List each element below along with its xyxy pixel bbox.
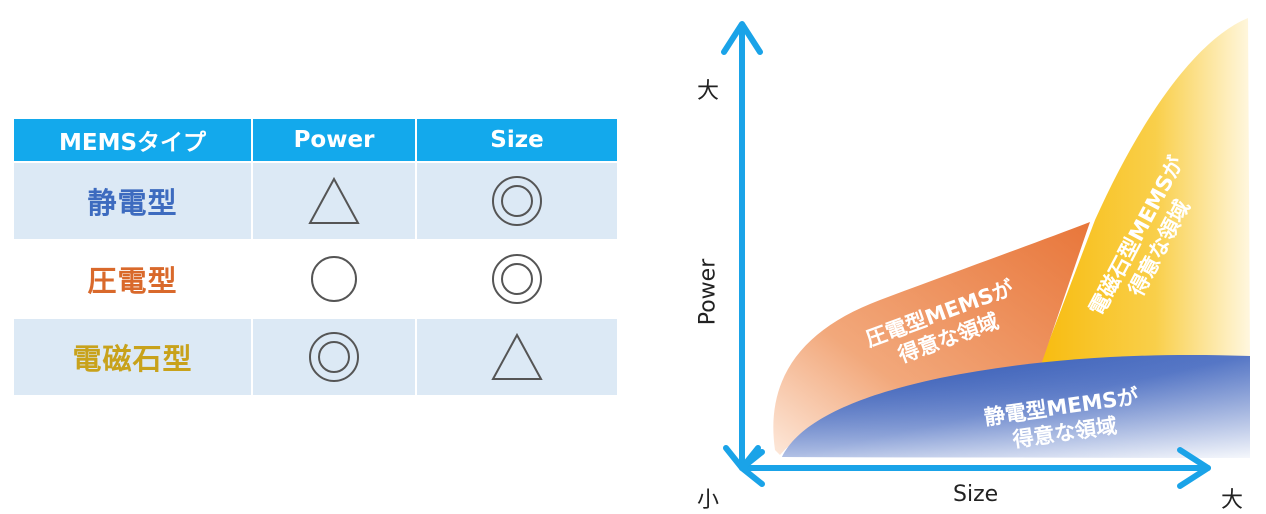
- header-mems-type: MEMSタイプ: [14, 119, 253, 161]
- x-axis-title: Size: [953, 482, 999, 507]
- y-axis: [721, 21, 763, 471]
- triangle-icon: [491, 332, 543, 380]
- table-header-row: MEMSタイプ Power Size: [14, 119, 617, 161]
- double-circle-icon: [492, 254, 542, 304]
- header-power: Power: [253, 119, 417, 161]
- triangle-icon: [308, 176, 360, 224]
- table-row: 静電型: [14, 163, 617, 239]
- region-electromagnetic: [1040, 18, 1250, 365]
- x-axis: [739, 447, 1211, 489]
- table-row: 圧電型: [14, 241, 617, 317]
- circle-icon: [311, 256, 357, 302]
- type-piezoelectric: 圧電型: [87, 264, 178, 298]
- y-axis-max-label: 大: [697, 79, 720, 104]
- origin-label: 小: [697, 488, 720, 513]
- type-electrostatic: 静電型: [87, 186, 178, 220]
- x-axis-max-label: 大: [1221, 488, 1244, 513]
- double-circle-icon: [309, 332, 359, 382]
- type-electromagnetic: 電磁石型: [72, 342, 193, 376]
- origin-arrow-cap-down: [723, 445, 761, 471]
- mems-comparison-table: MEMSタイプ Power Size 静電型 圧電型: [14, 119, 617, 395]
- table-row: 電磁石型: [14, 319, 617, 395]
- y-axis-title: Power: [695, 258, 721, 326]
- header-size: Size: [490, 127, 544, 153]
- region-piezoelectric: [773, 222, 1090, 455]
- double-circle-icon: [492, 176, 542, 226]
